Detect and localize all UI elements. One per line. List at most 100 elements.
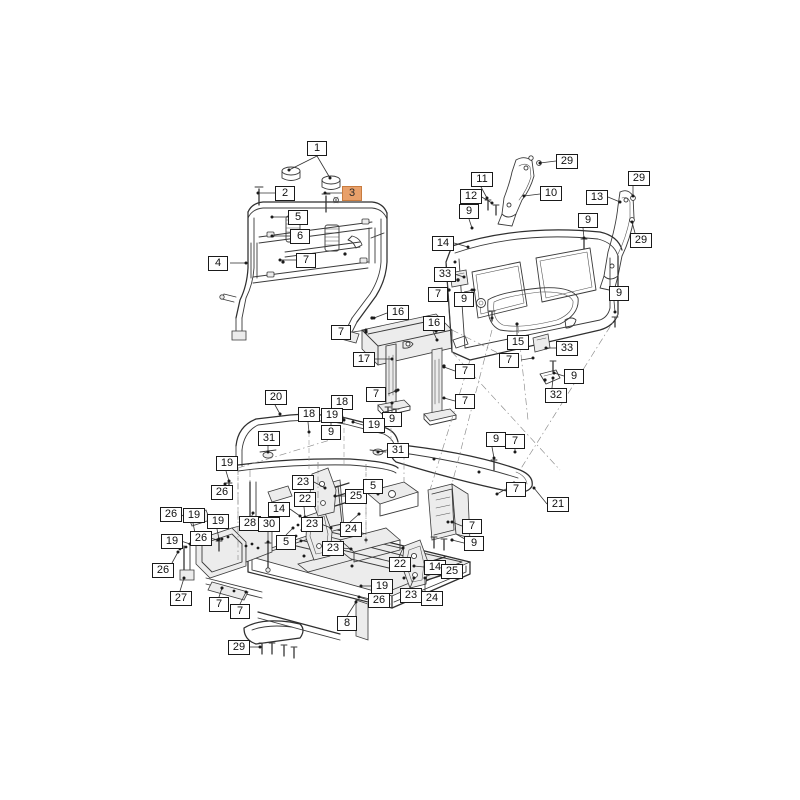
part-callout-13[interactable]: 13 <box>586 190 608 205</box>
part-callout-23[interactable]: 23 <box>322 541 344 556</box>
part-callout-7[interactable]: 7 <box>428 287 448 302</box>
part-callout-7[interactable]: 7 <box>366 387 386 402</box>
part-callout-1[interactable]: 1 <box>307 141 327 156</box>
leader-endpoint-7 <box>442 365 446 369</box>
part-callout-25[interactable]: 25 <box>441 564 463 579</box>
leader-endpoint-29 <box>631 194 635 198</box>
part-callout-highlighted-3[interactable]: 3 <box>342 186 362 201</box>
part-callout-24[interactable]: 24 <box>421 591 443 606</box>
part-callout-7[interactable]: 7 <box>506 482 526 497</box>
leader-line-7 <box>443 397 456 402</box>
part-callout-23[interactable]: 23 <box>301 517 323 532</box>
part-callout-26[interactable]: 26 <box>160 507 182 522</box>
part-callout-9[interactable]: 9 <box>464 536 484 551</box>
part-callout-16[interactable]: 16 <box>387 305 409 320</box>
part-callout-9[interactable]: 9 <box>578 213 598 228</box>
part-callout-7[interactable]: 7 <box>455 364 475 379</box>
part-callout-7[interactable]: 7 <box>230 604 250 619</box>
part-callout-22[interactable]: 22 <box>389 557 411 572</box>
part-callout-19[interactable]: 19 <box>363 418 385 433</box>
part-callout-7[interactable]: 7 <box>499 353 519 368</box>
leader-line-9 <box>463 289 475 293</box>
leader-line-5 <box>285 527 294 536</box>
part-callout-14[interactable]: 14 <box>432 236 454 251</box>
part-callout-23[interactable]: 23 <box>400 588 422 603</box>
part-callout-26[interactable]: 26 <box>211 485 233 500</box>
part-callout-9[interactable]: 9 <box>321 425 341 440</box>
leader-line-29 <box>539 160 557 164</box>
leader-line-27 <box>179 577 185 592</box>
part-callout-7[interactable]: 7 <box>455 394 475 409</box>
part-callout-26[interactable]: 26 <box>152 563 174 578</box>
part-callout-23[interactable]: 23 <box>292 475 314 490</box>
part-callout-31[interactable]: 31 <box>258 431 280 446</box>
part-callout-7[interactable]: 7 <box>505 434 525 449</box>
part-callout-9[interactable]: 9 <box>609 286 629 301</box>
part-callout-5[interactable]: 5 <box>363 479 383 494</box>
part-callout-7[interactable]: 7 <box>331 325 351 340</box>
leader-line-19 <box>225 470 230 482</box>
part-callout-2[interactable]: 2 <box>275 186 295 201</box>
part-callout-33[interactable]: 33 <box>434 267 456 282</box>
leader-line-22 <box>398 547 404 558</box>
part-callout-4[interactable]: 4 <box>208 256 228 271</box>
part-callout-29[interactable]: 29 <box>556 154 578 169</box>
part-callout-30[interactable]: 30 <box>258 517 280 532</box>
part-callout-29[interactable]: 29 <box>228 640 250 655</box>
leader-endpoint-24 <box>357 512 361 516</box>
leader-endpoint-9 <box>492 456 496 460</box>
part-callout-7[interactable]: 7 <box>462 519 482 534</box>
leader-endpoint-31 <box>266 450 270 454</box>
part-callout-19[interactable]: 19 <box>216 456 238 471</box>
part-callout-11[interactable]: 11 <box>471 172 493 187</box>
leader-endpoint-9 <box>613 310 617 314</box>
part-callout-16[interactable]: 16 <box>423 316 445 331</box>
part-callout-32[interactable]: 32 <box>545 388 567 403</box>
part-callout-5[interactable]: 5 <box>288 210 308 225</box>
part-callout-19[interactable]: 19 <box>183 508 205 523</box>
part-callout-7[interactable]: 7 <box>209 597 229 612</box>
part-callout-15[interactable]: 15 <box>507 335 529 350</box>
leader-line-24 <box>349 513 360 523</box>
part-callout-25[interactable]: 25 <box>345 489 367 504</box>
part-callout-7[interactable]: 7 <box>296 253 316 268</box>
part-callout-14[interactable]: 14 <box>268 502 290 517</box>
part-callout-26[interactable]: 26 <box>368 593 390 608</box>
part-callout-19[interactable]: 19 <box>371 579 393 594</box>
part-callout-10[interactable]: 10 <box>540 186 562 201</box>
part-callout-9[interactable]: 9 <box>382 412 402 427</box>
part-callout-29[interactable]: 29 <box>628 171 650 186</box>
leader-line-23 <box>313 481 326 489</box>
leader-line-7 <box>387 389 399 395</box>
part-callout-18[interactable]: 18 <box>298 407 320 422</box>
part-callout-9[interactable]: 9 <box>486 432 506 447</box>
part-callout-31[interactable]: 31 <box>387 443 409 458</box>
leader-line-18 <box>307 421 310 433</box>
part-callout-26[interactable]: 26 <box>190 531 212 546</box>
leader-endpoint-5 <box>291 526 295 530</box>
part-callout-12[interactable]: 12 <box>460 189 482 204</box>
leader-line-7 <box>496 488 507 495</box>
part-callout-5[interactable]: 5 <box>276 535 296 550</box>
leader-endpoint-19 <box>351 420 355 424</box>
part-callout-21[interactable]: 21 <box>547 497 569 512</box>
part-callout-24[interactable]: 24 <box>340 522 362 537</box>
part-callout-9[interactable]: 9 <box>564 369 584 384</box>
part-callout-19[interactable]: 19 <box>207 514 229 529</box>
part-callout-27[interactable]: 27 <box>170 591 192 606</box>
leader-endpoint-23 <box>323 486 327 490</box>
part-callout-29[interactable]: 29 <box>630 233 652 248</box>
part-callout-17[interactable]: 17 <box>353 352 375 367</box>
part-callout-19[interactable]: 19 <box>161 534 183 549</box>
leader-endpoint-7 <box>364 328 368 332</box>
leader-endpoint-14 <box>298 514 302 518</box>
part-callout-19[interactable]: 19 <box>321 408 343 423</box>
leader-line-7 <box>520 357 534 361</box>
part-callout-22[interactable]: 22 <box>294 492 316 507</box>
part-callout-8[interactable]: 8 <box>337 616 357 631</box>
part-callout-9[interactable]: 9 <box>454 292 474 307</box>
part-callout-20[interactable]: 20 <box>265 390 287 405</box>
part-callout-33[interactable]: 33 <box>556 341 578 356</box>
part-callout-9[interactable]: 9 <box>459 204 479 219</box>
part-callout-6[interactable]: 6 <box>290 229 310 244</box>
